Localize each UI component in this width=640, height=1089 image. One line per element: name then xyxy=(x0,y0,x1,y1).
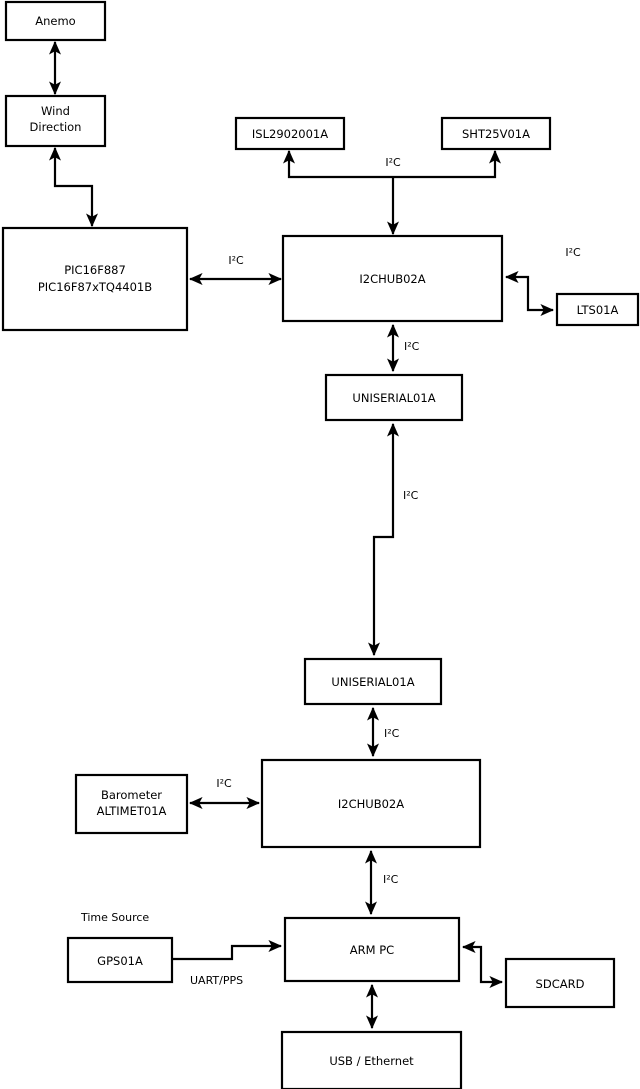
edge-wind-pic xyxy=(48,146,99,228)
node-wind-direction[interactable]: Wind Direction xyxy=(4,94,107,148)
edge-label-gps-armpc: UART/PPS xyxy=(190,974,243,987)
node-gps01a-label: GPS01A xyxy=(97,954,143,968)
node-lts01a[interactable]: LTS01A xyxy=(555,292,640,327)
edge-label-uniserial-link: I²C xyxy=(403,489,419,502)
node-uniserial01a-bottom[interactable]: UNISERIAL01A xyxy=(303,657,443,706)
node-uniserial01a-top[interactable]: UNISERIAL01A xyxy=(324,373,464,422)
edge-label-hub-armpc: I²C xyxy=(383,873,399,886)
node-usb-ethernet-label: USB / Ethernet xyxy=(329,1054,414,1068)
edge-label-hub-lts: I²C xyxy=(565,246,581,259)
node-arm-pc-label: ARM PC xyxy=(350,943,394,957)
edge-label-pic-hub: I²C xyxy=(228,254,244,267)
node-anemo-label: Anemo xyxy=(35,14,75,28)
edge-label-uniserial-hub-bottom: I²C xyxy=(384,727,400,740)
node-isl2902001a-label: ISL2902001A xyxy=(252,127,328,141)
node-barometer-label-1: Barometer xyxy=(101,788,162,802)
edge-armpc-sdcard xyxy=(461,940,504,989)
node-i2chub02a-top-label: I2CHUB02A xyxy=(359,272,425,286)
edge-label-sensor-bus: I²C xyxy=(385,156,401,169)
node-uniserial01a-top-label: UNISERIAL01A xyxy=(352,391,435,405)
edge-label-hub-uniserial: I²C xyxy=(404,340,420,353)
node-uniserial01a-bottom-label: UNISERIAL01A xyxy=(331,675,414,689)
node-gps01a[interactable]: GPS01A xyxy=(66,936,174,984)
annotation-time-source: Time Source xyxy=(80,911,149,924)
node-barometer-label-2: ALTIMET01A xyxy=(97,804,167,818)
edge-uniserial-link xyxy=(367,422,400,657)
edge-hub-lts xyxy=(504,270,555,317)
node-sdcard-label: SDCARD xyxy=(536,977,585,991)
node-anemo[interactable]: Anemo xyxy=(4,0,107,42)
node-pic-mcu-label-2: PIC16F87xTQ4401B xyxy=(38,280,152,294)
node-lts01a-label: LTS01A xyxy=(577,303,619,317)
node-usb-ethernet[interactable]: USB / Ethernet xyxy=(280,1030,463,1089)
node-sht25v01a[interactable]: SHT25V01A xyxy=(440,116,552,151)
node-arm-pc[interactable]: ARM PC xyxy=(283,916,461,983)
node-sht25v01a-label: SHT25V01A xyxy=(462,127,530,141)
node-sdcard[interactable]: SDCARD xyxy=(504,957,616,1009)
node-i2chub02a-top[interactable]: I2CHUB02A xyxy=(281,234,504,323)
node-i2chub02a-bottom[interactable]: I2CHUB02A xyxy=(260,758,482,849)
node-barometer[interactable]: Barometer ALTIMET01A xyxy=(74,773,189,835)
node-pic-mcu[interactable]: PIC16F887 PIC16F87xTQ4401B xyxy=(1,226,189,332)
edge-gps-armpc xyxy=(172,939,283,961)
node-pic-mcu-label-1: PIC16F887 xyxy=(64,263,126,277)
node-wind-direction-label-2: Direction xyxy=(30,120,82,134)
edge-label-barometer-hub: I²C xyxy=(216,777,232,790)
node-i2chub02a-bottom-label: I2CHUB02A xyxy=(338,797,404,811)
node-wind-direction-label-1: Wind xyxy=(41,104,70,118)
node-isl2902001a[interactable]: ISL2902001A xyxy=(234,116,346,151)
